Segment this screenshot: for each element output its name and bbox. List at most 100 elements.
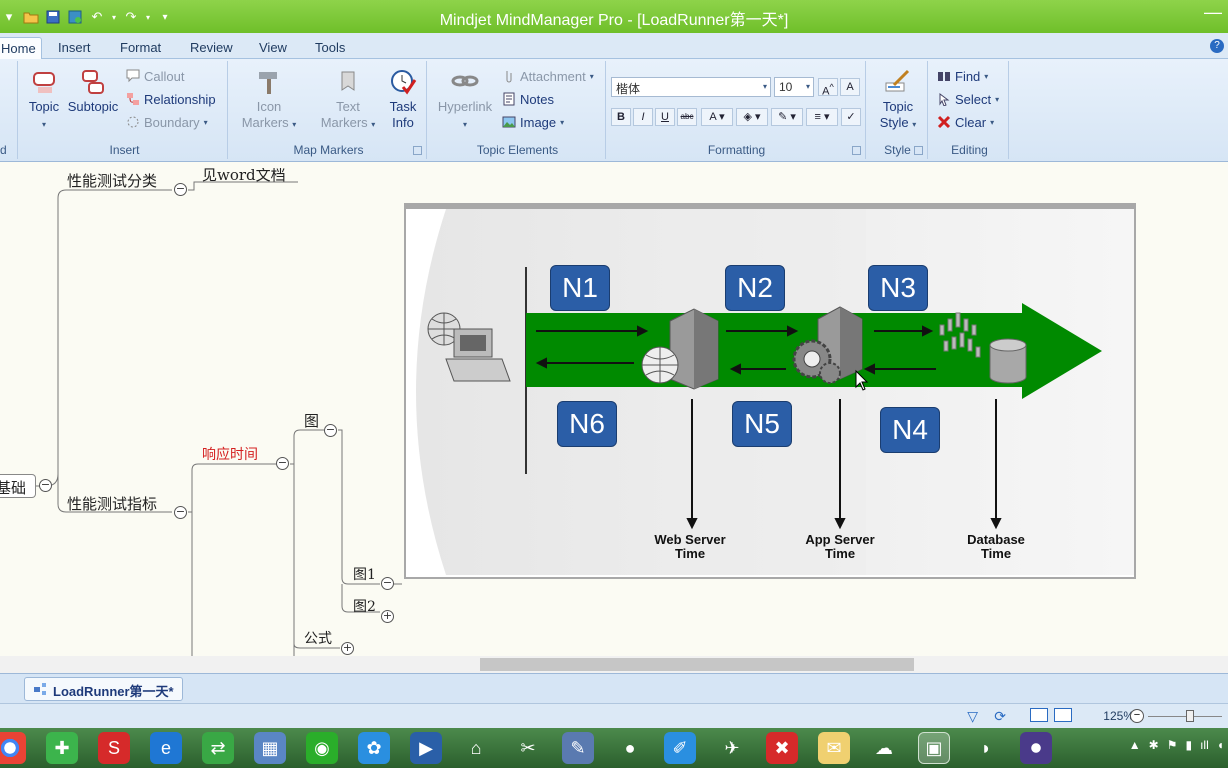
- red-s-app-icon[interactable]: S: [98, 732, 130, 764]
- topic-formula[interactable]: 公式: [304, 631, 332, 647]
- root-collapse-button[interactable]: −: [39, 478, 52, 492]
- tray-expand-icon[interactable]: ▲: [1128, 738, 1141, 752]
- tab-format[interactable]: Format: [120, 40, 162, 55]
- strikethrough-button[interactable]: abc: [677, 108, 697, 126]
- wechat-icon[interactable]: ◉: [306, 732, 338, 764]
- redo-icon[interactable]: ↷: [125, 9, 137, 24]
- tab-review[interactable]: Review: [190, 40, 233, 55]
- hyperlink-button[interactable]: Hyperlink ▾: [434, 69, 496, 133]
- paint-app-icon[interactable]: ✎: [562, 732, 594, 764]
- line-color-button[interactable]: ✎ ▾: [771, 108, 803, 126]
- zoom-slider-thumb[interactable]: [1186, 710, 1194, 722]
- tab-home[interactable]: Home: [0, 37, 42, 59]
- zoom-slider[interactable]: [1148, 716, 1222, 717]
- horizontal-scroll-thumb[interactable]: [480, 658, 914, 671]
- formula-expand-button[interactable]: +: [341, 641, 354, 655]
- notes-button[interactable]: Notes: [502, 90, 554, 108]
- xmind-icon[interactable]: ✖: [766, 732, 798, 764]
- save-icon[interactable]: [44, 8, 62, 26]
- align-button[interactable]: ≡ ▾: [806, 108, 838, 126]
- italic-button[interactable]: I: [633, 108, 653, 126]
- save-as-icon[interactable]: [66, 8, 84, 26]
- horizontal-scrollbar[interactable]: [0, 656, 1228, 673]
- undo-icon[interactable]: ↶: [91, 9, 103, 24]
- shrink-font-button[interactable]: A: [840, 78, 860, 96]
- tab-tools[interactable]: Tools: [315, 40, 346, 55]
- underline-button[interactable]: U: [655, 108, 675, 126]
- sync-icon[interactable]: ⟳: [994, 708, 1006, 724]
- qq-icon[interactable]: ●: [624, 737, 636, 758]
- plus-app-icon[interactable]: ✚: [46, 732, 78, 764]
- relationship-button[interactable]: Relationship: [126, 90, 216, 108]
- network-app-icon[interactable]: ▦: [254, 732, 286, 764]
- tab-insert[interactable]: Insert: [58, 40, 91, 55]
- boundary-button[interactable]: Boundary ▾: [126, 113, 208, 131]
- perf-metrics-collapse-button[interactable]: −: [174, 505, 187, 519]
- font-size-select[interactable]: 10 ▾: [774, 77, 814, 97]
- grow-font-button[interactable]: A^: [818, 78, 838, 98]
- topic-fig1[interactable]: 图1: [353, 567, 376, 583]
- image-button[interactable]: Image ▾: [502, 113, 564, 131]
- topic-button[interactable]: Topic ▾: [26, 69, 62, 133]
- tray-volume-icon[interactable]: ◖: [1216, 738, 1224, 752]
- text-markers-button[interactable]: Text Markers ▾: [317, 69, 379, 133]
- customize-qat-icon[interactable]: ▾: [162, 11, 168, 23]
- fill-color-button[interactable]: ◈ ▾: [736, 108, 768, 126]
- tools-app-icon[interactable]: ✂: [520, 737, 536, 758]
- clear-button[interactable]: Clear ▾: [937, 113, 994, 131]
- undo-dropdown-icon[interactable]: ▾: [111, 12, 116, 22]
- select-button[interactable]: Select ▾: [937, 90, 999, 108]
- map-canvas[interactable]: 基础 − 性能测试分类 − 见word文档 性能测试指标 − 响应时间 − 图 …: [0, 168, 1228, 656]
- green-app-icon[interactable]: ⇄: [202, 732, 234, 764]
- style-launcher[interactable]: [914, 146, 923, 155]
- help-icon[interactable]: ?: [1210, 39, 1224, 53]
- topic-style-button[interactable]: Topic Style ▾: [874, 69, 922, 133]
- ie-icon[interactable]: e: [150, 732, 182, 764]
- topic-see-word[interactable]: 见word文档: [202, 168, 286, 184]
- fig2-expand-button[interactable]: +: [381, 609, 394, 623]
- minimize-button[interactable]: —: [1204, 2, 1222, 22]
- document-tab[interactable]: LoadRunner第一天*: [24, 677, 183, 701]
- yellow-app-icon[interactable]: ☁: [875, 737, 893, 758]
- formatting-launcher[interactable]: [852, 146, 861, 155]
- cloud-app-icon[interactable]: ✿: [358, 732, 390, 764]
- red-fish-app-icon[interactable]: ◗: [980, 737, 992, 758]
- tray-network-icon[interactable]: ⚑: [1166, 738, 1178, 752]
- task-info-button[interactable]: Task Info: [383, 69, 423, 131]
- mindmanager-taskbar-icon[interactable]: ▣: [918, 732, 950, 764]
- blue-note-app-icon[interactable]: ✐: [664, 732, 696, 764]
- tray-app-icon[interactable]: ✱: [1148, 738, 1159, 752]
- map-markers-launcher[interactable]: [413, 146, 422, 155]
- filter-icon[interactable]: ▽: [967, 708, 978, 724]
- response-time-collapse-button[interactable]: −: [276, 456, 289, 470]
- tray-signal-icon[interactable]: ıll: [1200, 738, 1209, 752]
- root-topic[interactable]: 基础: [0, 474, 36, 498]
- perf-category-collapse-button[interactable]: −: [174, 182, 187, 196]
- format-painter-button[interactable]: ✓: [841, 108, 861, 126]
- eclipse-icon[interactable]: [1020, 732, 1052, 764]
- callout-button[interactable]: Callout: [126, 67, 184, 85]
- outline-view-icon[interactable]: [1054, 708, 1072, 722]
- chrome-icon[interactable]: [0, 732, 26, 764]
- redo-dropdown-icon[interactable]: ▾: [145, 12, 150, 22]
- topic-perf-metrics[interactable]: 性能测试指标: [67, 495, 158, 513]
- home-icon[interactable]: ⌂: [470, 737, 482, 758]
- bold-button[interactable]: B: [611, 108, 631, 126]
- tray-battery-icon[interactable]: ▮: [1185, 738, 1193, 752]
- tab-view[interactable]: View: [259, 40, 287, 55]
- mail-app-icon[interactable]: ✉: [818, 732, 850, 764]
- open-folder-icon[interactable]: [22, 8, 40, 26]
- topic-image-frame[interactable]: N1 N2 N3 N4 N5 N6 Web Server Time App Se…: [404, 203, 1136, 579]
- zoom-out-button[interactable]: −: [1130, 709, 1144, 723]
- subtopic-button[interactable]: Subtopic: [66, 69, 120, 115]
- fig1-collapse-button[interactable]: −: [381, 576, 394, 590]
- plane-app-icon[interactable]: ✈: [724, 737, 740, 758]
- find-button[interactable]: Find ▾: [937, 67, 988, 85]
- icon-markers-button[interactable]: Icon Markers ▾: [239, 69, 299, 133]
- attachment-button[interactable]: Attachment ▾: [502, 67, 594, 85]
- map-view-icon[interactable]: [1030, 708, 1048, 722]
- media-player-icon[interactable]: ▶: [410, 732, 442, 764]
- font-family-select[interactable]: 楷体 ▾: [611, 77, 771, 97]
- topic-response-time[interactable]: 响应时间: [202, 447, 258, 463]
- topic-fig[interactable]: 图: [304, 412, 320, 430]
